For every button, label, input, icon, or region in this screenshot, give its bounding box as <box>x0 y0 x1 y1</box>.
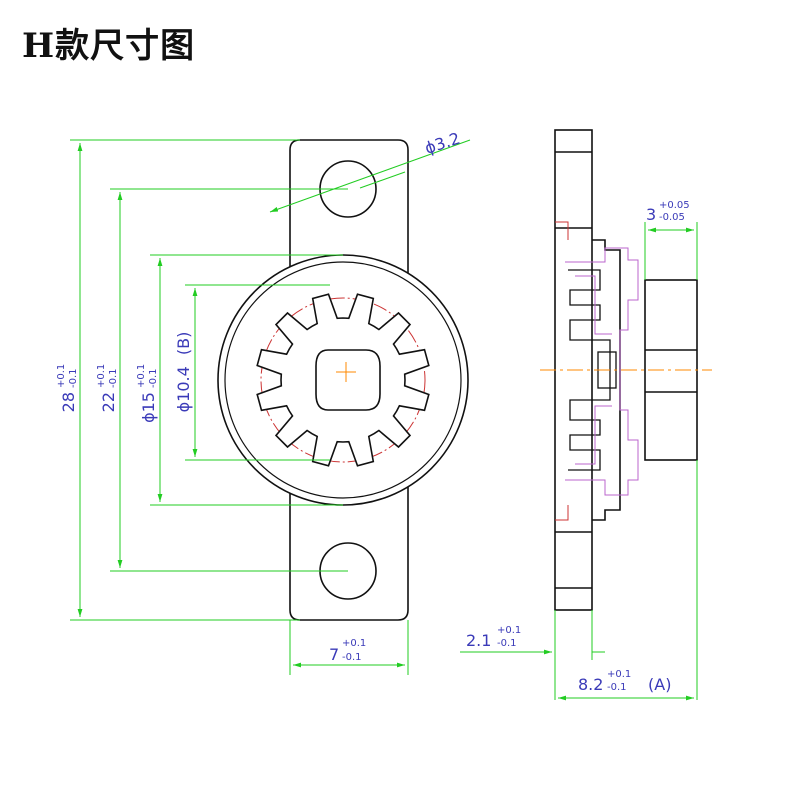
dim-flange-width: 7 <box>329 645 339 664</box>
shaft-slot <box>315 349 381 411</box>
dim-base-thickness-tol-lower: -0.1 <box>497 638 517 649</box>
dim-base-thickness: 2.1 <box>466 631 491 650</box>
housing-inner <box>224 261 462 499</box>
front-view <box>217 139 469 621</box>
side-hidden-lines <box>565 247 639 496</box>
dim-total-height: 28 <box>59 392 78 412</box>
flange-outline <box>289 139 409 621</box>
dim-outer-dia: ϕ15 <box>139 392 158 423</box>
dim-gear-dia: ϕ10.4 <box>174 366 193 412</box>
dim-total-depth-note: (A) <box>648 675 671 694</box>
dim-shaft-width-tol-upper: +0.05 <box>659 200 690 211</box>
dim-base-thickness-tol-upper: +0.1 <box>497 625 521 636</box>
front-dimensions <box>70 139 471 675</box>
dim-total-height-tol-upper: +0.1 <box>56 364 67 388</box>
page-title: H款尺寸图 <box>22 26 196 66</box>
dim-shaft-width-tol-lower: -0.05 <box>659 212 685 223</box>
dim-shaft-width: 3 <box>646 205 656 224</box>
dim-hole-spacing-tol-lower: -0.1 <box>108 368 119 388</box>
dim-gear-dia-note: (B) <box>174 332 193 355</box>
gear-outline <box>256 293 430 467</box>
dim-total-height-tol-lower: -0.1 <box>68 368 79 388</box>
dim-hole-dia: ϕ3.2 <box>422 129 462 158</box>
side-dimensions <box>460 222 698 701</box>
dim-hole-spacing: 22 <box>99 392 118 412</box>
dim-total-depth-tol-upper: +0.1 <box>607 669 631 680</box>
dim-total-depth: 8.2 <box>578 675 603 694</box>
dim-outer-dia-tol-lower: -0.1 <box>148 368 159 388</box>
dim-total-depth-tol-lower: -0.1 <box>607 682 627 693</box>
dim-outer-dia-tol-upper: +0.1 <box>136 364 147 388</box>
pitch-circle <box>260 297 426 463</box>
dim-flange-width-tol-lower: -0.1 <box>342 652 362 663</box>
svg-text:ϕ10.4 (B): ϕ10.4 (B) <box>174 332 193 413</box>
dim-flange-width-tol-upper: +0.1 <box>342 638 366 649</box>
dim-hole-spacing-tol-upper: +0.1 <box>96 364 107 388</box>
